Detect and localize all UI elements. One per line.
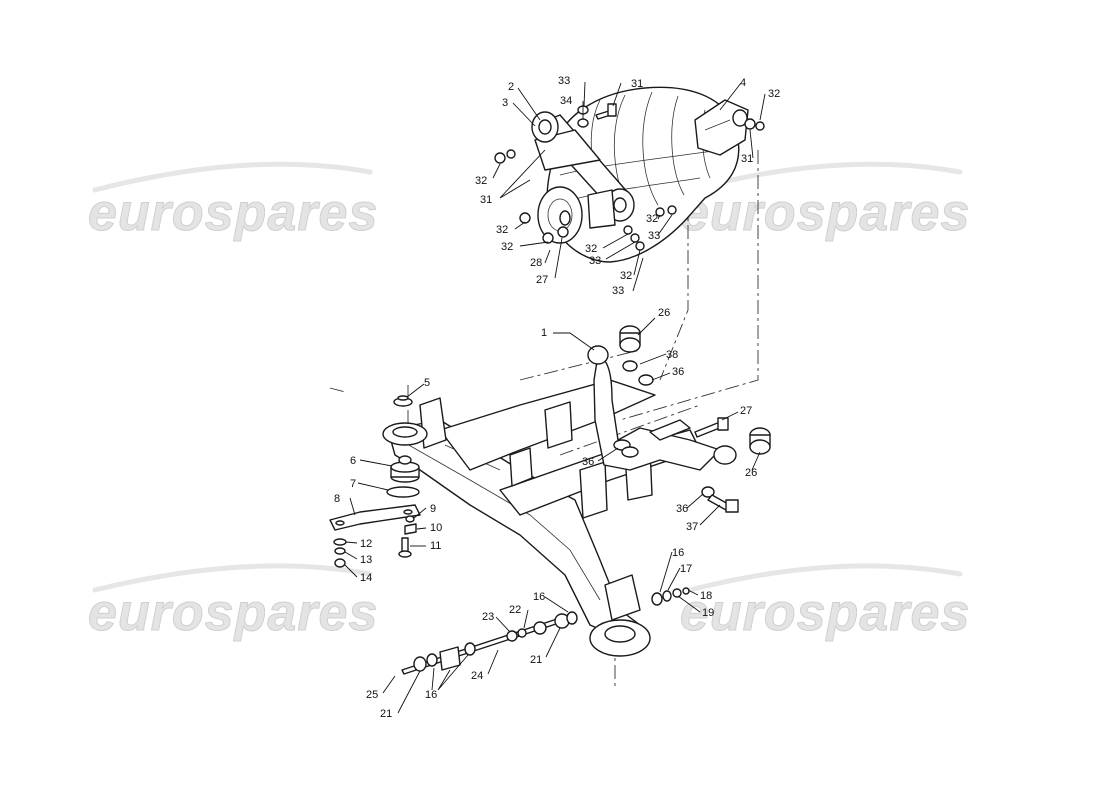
watermark-text: eurospares bbox=[88, 584, 378, 642]
callout-labels: 2 3 4 31 33 34 32 31 32 31 32 32 28 27 3… bbox=[334, 75, 780, 720]
callout-label: 36 bbox=[672, 366, 684, 378]
callout-label: 31 bbox=[741, 153, 753, 165]
callout-label: 37 bbox=[686, 521, 698, 533]
callout-label: 24 bbox=[471, 670, 483, 682]
callout-label: 31 bbox=[631, 78, 643, 90]
callout-label: 32 bbox=[496, 224, 508, 236]
callout-label: 36 bbox=[582, 456, 594, 468]
watermark-text: eurospares bbox=[680, 584, 970, 642]
leader-lines bbox=[344, 81, 766, 714]
watermark-swoosh bbox=[92, 161, 373, 193]
callout-label: 34 bbox=[560, 95, 572, 107]
callout-label: 26 bbox=[745, 467, 757, 479]
callout-label: 32 bbox=[585, 243, 597, 255]
bolts bbox=[694, 417, 739, 513]
rod-assembly bbox=[401, 587, 690, 675]
watermark-text: eurospares bbox=[88, 184, 378, 242]
callout-label: 5 bbox=[424, 377, 430, 389]
callout-label: 7 bbox=[350, 478, 356, 490]
callout-label: 38 bbox=[666, 349, 678, 361]
center-line bbox=[619, 150, 759, 421]
callout-label: 32 bbox=[646, 213, 658, 225]
callout-label: 9 bbox=[430, 503, 436, 515]
callout-label: 11 bbox=[430, 540, 441, 552]
callout-label: 10 bbox=[430, 522, 442, 534]
center-line bbox=[659, 200, 689, 381]
callout-label: 33 bbox=[612, 285, 624, 297]
callout-label: 32 bbox=[475, 175, 487, 187]
callout-label: 18 bbox=[700, 590, 712, 602]
callout-label: 31 bbox=[480, 194, 492, 206]
callout-label: 19 bbox=[702, 607, 714, 619]
callout-label: 32 bbox=[620, 270, 632, 282]
callout-label: 32 bbox=[768, 88, 780, 100]
callout-label: 2 bbox=[508, 81, 514, 93]
subframe bbox=[382, 379, 701, 657]
callout-label: 12 bbox=[360, 538, 372, 550]
callout-label: 8 bbox=[334, 493, 340, 505]
watermark-swoosh bbox=[687, 563, 963, 593]
callout-label: 16 bbox=[425, 689, 437, 701]
callout-label: 16 bbox=[672, 547, 684, 559]
callout-label: 27 bbox=[740, 405, 752, 417]
callout-label: 13 bbox=[360, 554, 372, 566]
callout-label: 28 bbox=[530, 257, 542, 269]
center-line bbox=[329, 387, 346, 393]
callout-label: 33 bbox=[558, 75, 570, 87]
callout-label: 23 bbox=[482, 611, 494, 623]
callout-label: 21 bbox=[380, 708, 392, 720]
watermark-swoosh bbox=[92, 563, 373, 593]
callout-label: 22 bbox=[509, 604, 521, 616]
center-line bbox=[519, 349, 641, 381]
callout-label: 26 bbox=[658, 307, 670, 319]
mounting-bracket bbox=[531, 111, 635, 229]
callout-label: 32 bbox=[501, 241, 513, 253]
callout-label: 21 bbox=[530, 654, 542, 666]
callout-label: 6 bbox=[350, 455, 356, 467]
right-bracket bbox=[694, 99, 749, 156]
callout-label: 4 bbox=[740, 77, 746, 89]
callout-label: 1 bbox=[541, 327, 547, 339]
callout-label: 16 bbox=[533, 591, 545, 603]
mount-stack bbox=[329, 395, 421, 568]
callout-label: 27 bbox=[536, 274, 548, 286]
callout-label: 33 bbox=[648, 230, 660, 242]
callout-label: 25 bbox=[366, 689, 378, 701]
top-fasteners bbox=[494, 103, 765, 251]
callout-label: 17 bbox=[680, 563, 692, 575]
callout-label: 36 bbox=[676, 503, 688, 515]
callout-label: 14 bbox=[360, 572, 372, 584]
callout-label: 33 bbox=[589, 255, 601, 267]
watermark-group: eurospares eurospares eurospares eurospa… bbox=[88, 161, 970, 643]
callout-label: 3 bbox=[502, 97, 508, 109]
watermark-text: eurospares bbox=[680, 184, 970, 242]
